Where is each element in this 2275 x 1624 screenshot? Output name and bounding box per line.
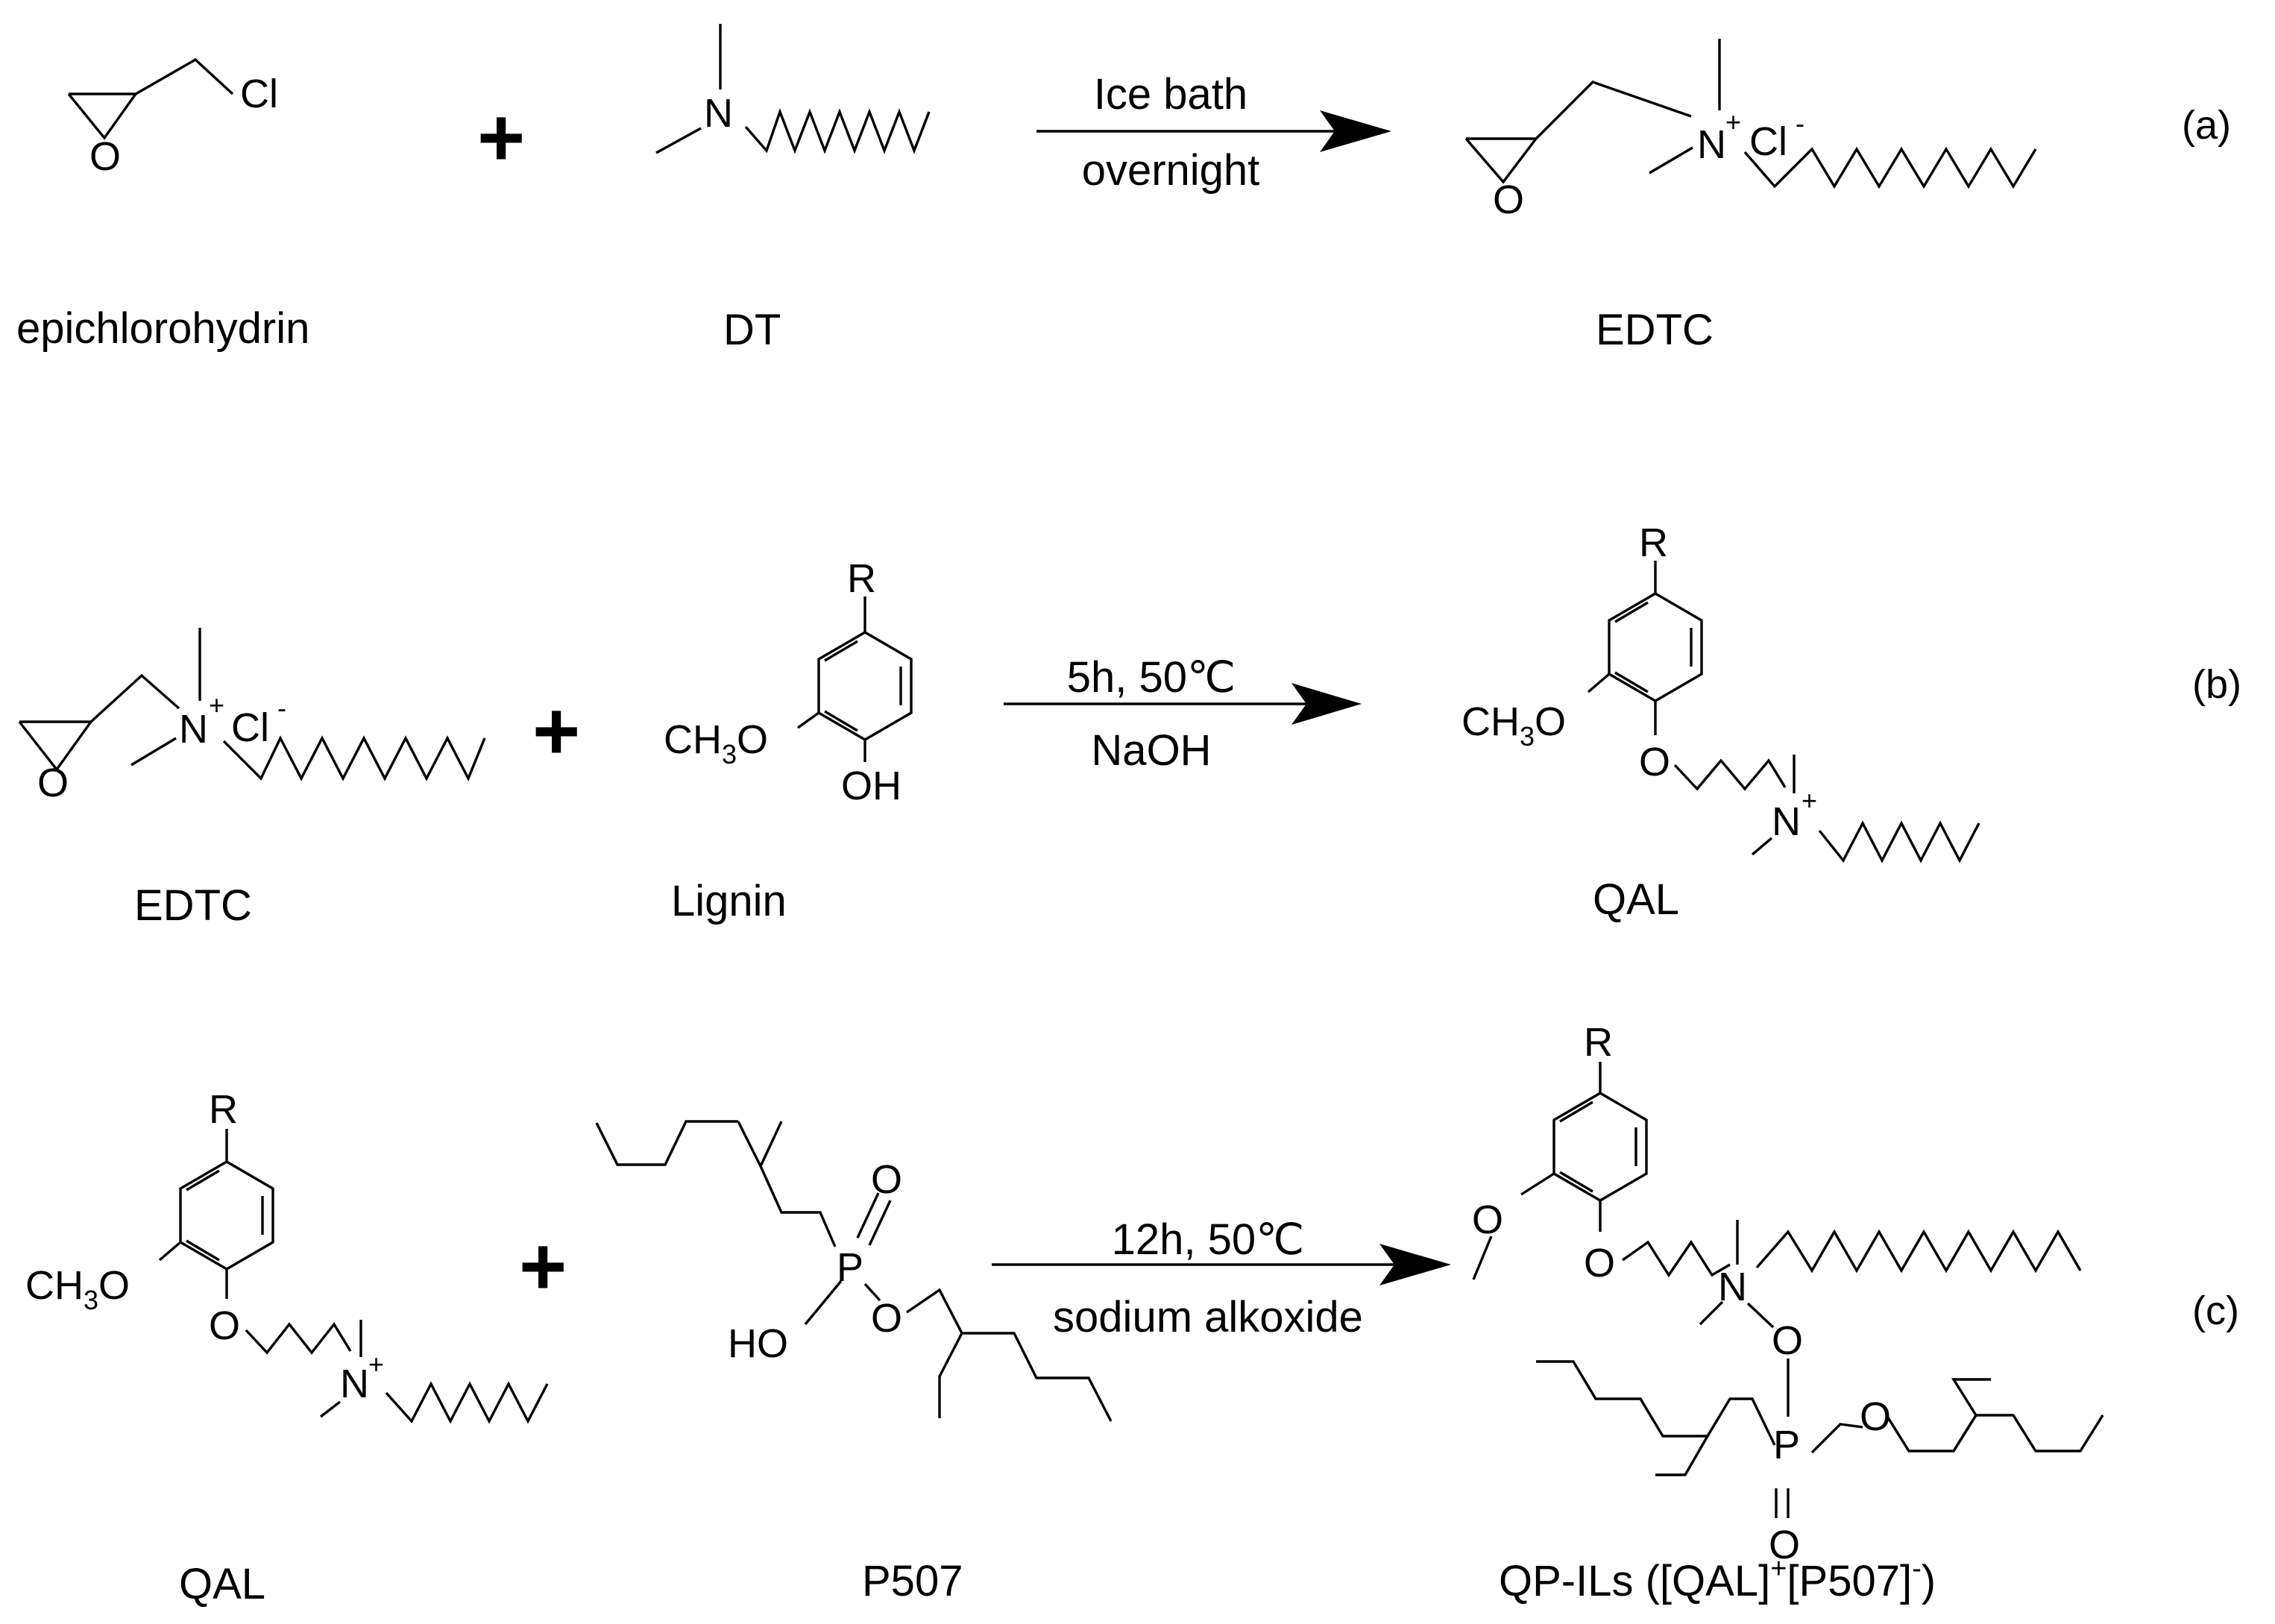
condition-c-top: 12h, 50℃ (1112, 1215, 1305, 1264)
charge-plus: + (1802, 785, 1817, 816)
atom-n: N (340, 1362, 369, 1406)
atom-o: O (89, 134, 121, 179)
plus-sign-b: + (532, 685, 580, 777)
ch3o-ch: CH (1461, 699, 1520, 744)
edtc-product-structure: N + Cl - O (1464, 39, 2037, 222)
reaction-c: R CH3O O N + QAL + P O O HO P507 (25, 1020, 2239, 1608)
condition-a-top: Ice bath (1094, 70, 1247, 119)
atom-cl: Cl (240, 72, 278, 116)
atom-o-double: O (871, 1157, 902, 1202)
atom-n: N (179, 707, 208, 752)
plus-sign-c: + (519, 1221, 567, 1312)
atom-n: N (1697, 122, 1726, 167)
reaction-b: N + Cl - O EDTC + R CH3O OH Lignin (18, 520, 2241, 930)
atom-p: P (1773, 1423, 1800, 1467)
condition-a-bottom: overnight (1082, 146, 1260, 195)
charge-plus: + (1725, 107, 1741, 137)
ch3o-sub: 3 (84, 1285, 98, 1315)
tag-b: (b) (2192, 662, 2241, 707)
atom-n: N (1772, 799, 1801, 844)
ch3o-sub: 3 (722, 739, 737, 769)
atom-r: R (1584, 1020, 1613, 1065)
ch3o-sub: 3 (1520, 721, 1535, 752)
epichlorohydrin-structure: Cl O (67, 57, 278, 179)
p507-structure: P O O HO (595, 1120, 1113, 1422)
qal-product-structure: R CH3O O N + (1461, 520, 1980, 863)
atom-n: N (704, 91, 733, 136)
atom-o: O (1493, 177, 1524, 222)
charge-minus: - (1796, 108, 1804, 139)
charge-plus: + (368, 1349, 384, 1379)
lignin-structure: R CH3O OH (664, 556, 913, 808)
tag-a: (a) (2182, 103, 2231, 148)
atom-p: P (837, 1245, 863, 1290)
ch3o-ch: CH (664, 717, 722, 762)
edtc-reactant-structure: N + Cl - O (18, 628, 486, 805)
atom-cl: Cl (231, 705, 269, 750)
ch3o-o: O (98, 1263, 130, 1308)
atom-o: O (1639, 740, 1670, 784)
atom-n: N (1718, 1265, 1747, 1309)
ch3o-o: O (737, 717, 768, 762)
edtc-label: EDTC (1596, 306, 1714, 354)
charge-minus: - (277, 693, 286, 723)
p507-label: P507 (862, 1557, 963, 1605)
tag-c: (c) (2192, 1288, 2239, 1333)
reaction-arrow-b (1004, 683, 1362, 725)
dt-label: DT (723, 306, 781, 354)
ch3o-ch: CH (25, 1263, 84, 1308)
condition-b-bottom: NaOH (1091, 726, 1211, 775)
ch3o-o: O (1535, 699, 1566, 744)
charge-plus: + (209, 690, 224, 720)
reaction-a: Cl O epichlorohydrin + N DT Ice bath ove… (16, 24, 2231, 354)
atom-r: R (847, 556, 876, 601)
plus-sign-a: + (477, 92, 525, 183)
reaction-arrow-c (992, 1244, 1451, 1285)
condition-c-bottom: sodium alkoxide (1053, 1293, 1363, 1341)
atom-o: O (37, 761, 69, 805)
qp-ils-label: QP-ILs ([QAL]+[P507]-) (1499, 1553, 1936, 1605)
atom-r: R (209, 1087, 238, 1132)
atom-o-ester: O (871, 1296, 902, 1341)
condition-b-top: 5h, 50℃ (1067, 653, 1236, 702)
qp-ils-product-structure: R O O N O P O O (1472, 1020, 2104, 1567)
atom-o-double: O (1769, 1523, 1800, 1567)
svg-text:CH3O: CH3O (25, 1263, 130, 1315)
qal-label-b: QAL (1593, 875, 1679, 924)
epichlorohydrin-label: epichlorohydrin (16, 304, 309, 353)
qal-reactant-structure: R CH3O O N + (25, 1087, 549, 1424)
svg-text:CH3O: CH3O (1461, 699, 1566, 752)
atom-oh: OH (841, 764, 901, 808)
atom-o-ether: O (1584, 1241, 1615, 1285)
edtc-label-b: EDTC (134, 881, 252, 930)
qal-label-c: QAL (179, 1560, 265, 1608)
atom-o: O (209, 1303, 240, 1348)
reaction-arrow-a (1036, 110, 1391, 152)
atom-ho: HO (728, 1321, 788, 1366)
atom-o-link: O (1772, 1318, 1803, 1363)
dt-structure: N (655, 24, 931, 154)
svg-text:CH3O: CH3O (664, 717, 768, 769)
lignin-label: Lignin (671, 877, 787, 925)
atom-o-methoxy: O (1472, 1197, 1503, 1242)
atom-o-ester: O (1860, 1394, 1891, 1439)
atom-r: R (1639, 520, 1668, 565)
atom-cl: Cl (1749, 119, 1787, 164)
